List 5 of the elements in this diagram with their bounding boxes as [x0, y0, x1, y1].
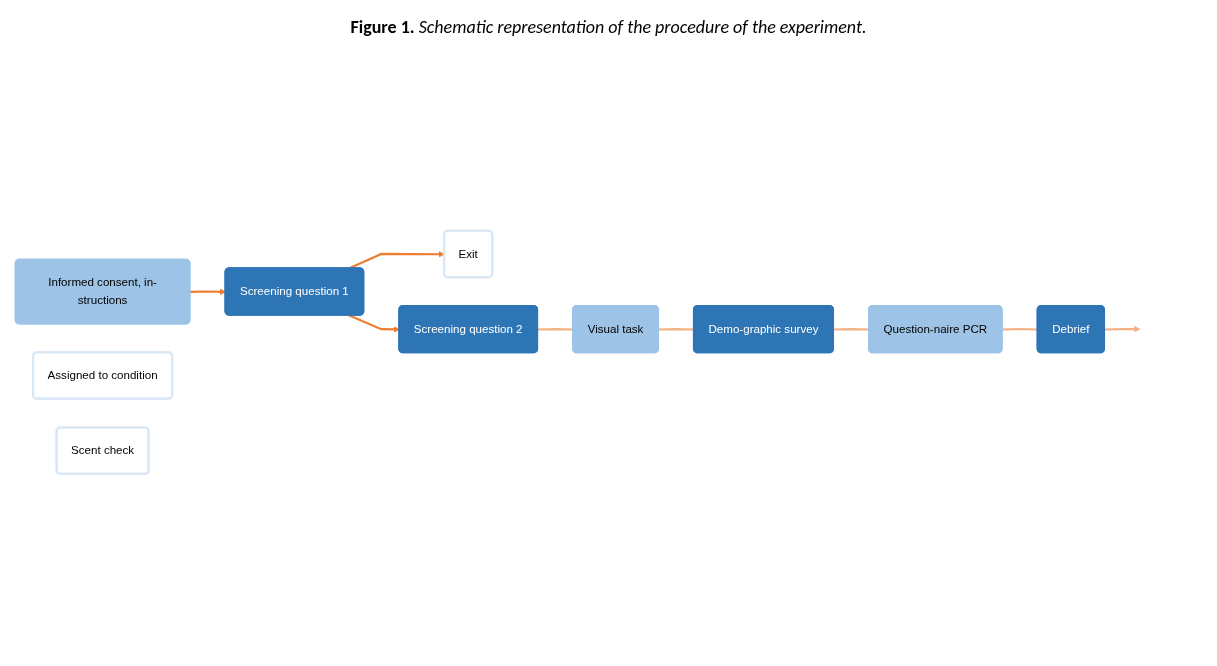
- connector: [658, 327, 695, 331]
- arrow: [1104, 325, 1141, 333]
- figure-caption: Figure 1. Schematic representation of the procedure of the experiment.: [350, 16, 867, 38]
- connector: [537, 327, 574, 331]
- connector: [833, 327, 870, 331]
